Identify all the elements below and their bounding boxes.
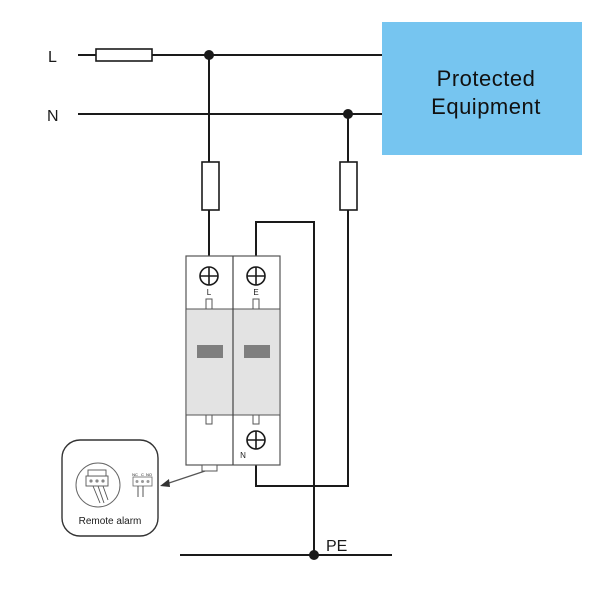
callout-arrow-line: [165, 470, 206, 485]
alarm-connector: [201, 464, 218, 472]
contact-nc-label: NC: [132, 472, 138, 477]
live-branch-fuse: [201, 161, 220, 211]
main-fuse: [95, 48, 153, 62]
live-line-label: L: [48, 49, 57, 66]
left-bottom-tab: [205, 414, 213, 425]
terminal-l-label: L: [207, 288, 212, 297]
contact-c-label: C: [141, 472, 144, 477]
left-status-window: [197, 345, 223, 358]
neutral-branch-fuse: [339, 161, 358, 211]
left-top-tab: [205, 298, 213, 310]
right-bottom-tab: [252, 414, 260, 425]
terminal-e-screw-icon: [246, 266, 266, 286]
right-top-tab: [252, 298, 260, 310]
terminal-e-label: E: [253, 288, 258, 297]
terminal-n-label: N: [240, 451, 246, 460]
protected-equipment-box: [382, 22, 582, 155]
right-status-window: [244, 345, 270, 358]
remote-alarm-callout: NC C NO Remote alarm: [61, 439, 159, 537]
callout-arrow-head-icon: [160, 479, 170, 487]
protected-equipment-label-line1: Protected: [437, 66, 536, 91]
terminal-l-screw-icon: [199, 266, 219, 286]
contact-no-label: NO: [146, 472, 152, 477]
earth-wire: [255, 221, 315, 555]
pe-junction-dot: [309, 550, 319, 560]
spd-module: L E N: [185, 255, 281, 472]
pe-label: PE: [326, 538, 347, 555]
remote-alarm-label: Remote alarm: [79, 516, 142, 527]
neutral-line-label: N: [47, 108, 59, 125]
terminal-n-screw-icon: [246, 430, 266, 450]
protected-equipment-label-line2: Equipment: [431, 94, 541, 119]
